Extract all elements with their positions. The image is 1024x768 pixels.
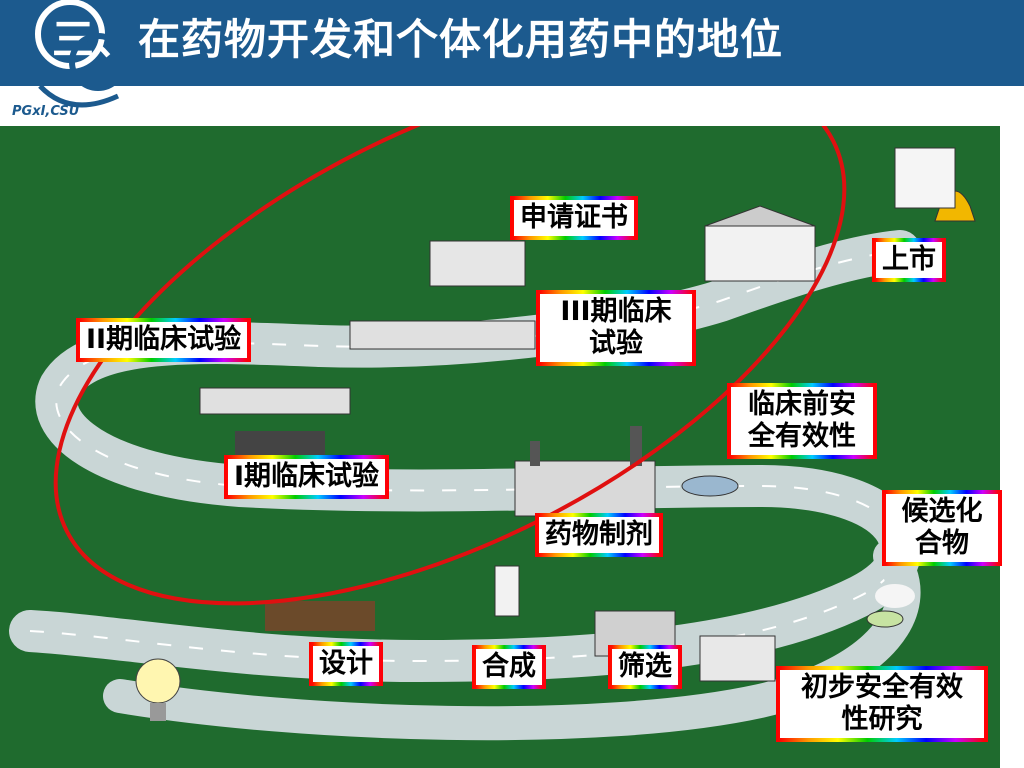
label-phase3-line1: III期临床	[560, 296, 672, 327]
label-phase1: I期临床试验	[224, 455, 390, 499]
certificate-scroll-icon	[894, 147, 956, 209]
label-design: 设计	[309, 642, 383, 686]
label-preclinical-line1: 临床前安	[748, 389, 856, 420]
label-formulation: 药物制剂	[535, 513, 663, 557]
label-candidate-compound-line2: 合物	[915, 528, 969, 559]
robot-machine-icon	[699, 635, 776, 682]
label-candidate-compound-line1: 候选化	[901, 496, 983, 527]
factory-icon	[514, 426, 656, 517]
label-market: 上市	[872, 238, 946, 282]
logo-text: PGxI,CSU	[12, 104, 80, 119]
meeting-table-icon	[265, 601, 375, 631]
lightbulb-icon	[135, 658, 181, 721]
label-phase3: III期临床 试验	[536, 290, 696, 366]
label-screening: 筛选	[608, 645, 682, 689]
lab-flask-icon	[494, 565, 520, 617]
label-preliminary-safety-line1: 初步安全有效	[801, 672, 963, 703]
label-apply-certificate: 申请证书	[510, 196, 638, 240]
slide-title: 三、在药物开发和个体化用药中的地位	[52, 15, 784, 64]
government-building-icon	[704, 205, 816, 282]
label-preclinical: 临床前安 全有效性	[727, 383, 877, 459]
hospital-beds-icon	[199, 320, 536, 415]
lab-building-icon	[429, 240, 526, 287]
label-synthesis: 合成	[472, 645, 546, 689]
label-candidate-compound: 候选化 合物	[882, 490, 1002, 566]
title-bar	[0, 0, 1024, 86]
pills-icon	[681, 475, 739, 497]
label-preliminary-safety-line2: 性研究	[841, 704, 923, 735]
label-preliminary-safety: 初步安全有效 性研究	[776, 666, 988, 742]
people-group-icon	[235, 431, 325, 459]
label-phase3-line2: 试验	[589, 328, 643, 359]
label-preclinical-line2: 全有效性	[748, 421, 856, 452]
label-phase2: II期临床试验	[76, 318, 252, 362]
logo-icon	[35, 0, 127, 108]
petri-dish-icon	[866, 610, 904, 628]
mouse-icon	[875, 584, 915, 608]
